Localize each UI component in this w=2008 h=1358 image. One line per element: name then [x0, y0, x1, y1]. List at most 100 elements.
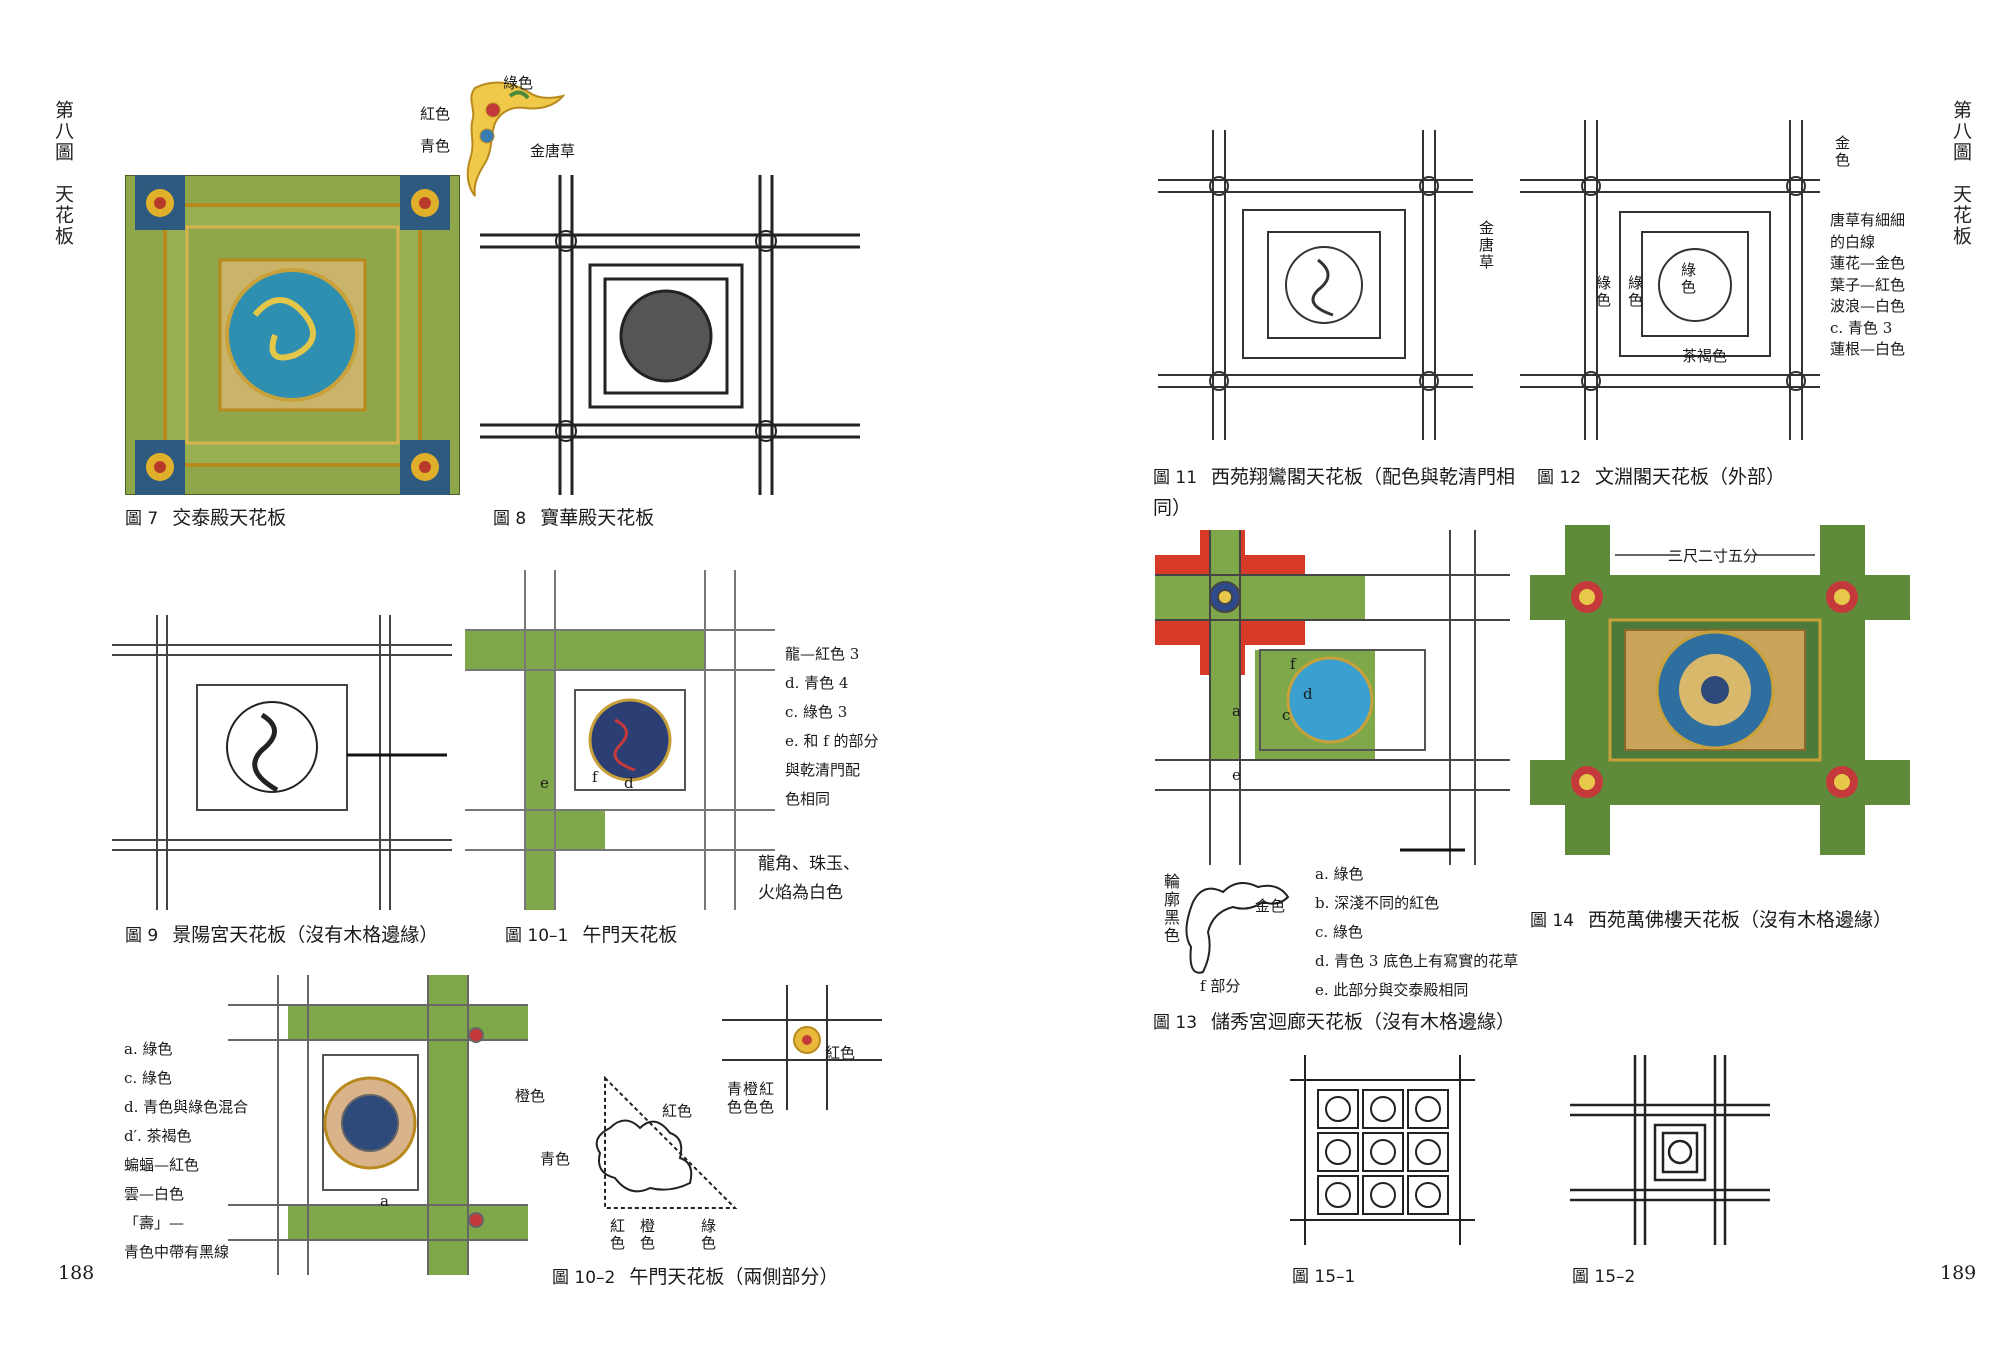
note-line: c. 綠色 3: [785, 703, 848, 721]
note-line: 的白線: [1830, 232, 1876, 251]
fig10-1-letter-e: e: [540, 774, 549, 792]
note-line: 與乾清門配: [785, 761, 861, 779]
fig10-1-letter-d: d: [624, 774, 634, 792]
fig13-letter-e: e: [1232, 766, 1241, 784]
fig13-detail-part: f 部分: [1200, 977, 1241, 995]
note-line: 唐草有細細: [1830, 211, 1906, 229]
golden-scroll-motif: [466, 81, 566, 197]
note-line: 「壽」—: [124, 1214, 185, 1232]
note-line: 蓮花—金色: [1830, 254, 1906, 272]
fig10-2-bottom-green: 綠色: [699, 1218, 717, 1252]
fig10-2-title: 午門天花板（兩側部分）: [629, 1266, 839, 1288]
fig12-image: [1520, 120, 1820, 440]
fig10-2-bottom-orange: 橙色: [638, 1218, 656, 1252]
fig9-number: 圖 9: [125, 926, 159, 946]
fig12-brown: 茶褐色: [1682, 347, 1728, 365]
fig15-1-number: 圖 15–1: [1292, 1267, 1356, 1287]
note-line: d. 青色 3 底色上有寫實的花草: [1315, 952, 1519, 970]
fig10-2-cyan: 青色: [540, 1150, 571, 1168]
fig13-detail-gold: 金色: [1255, 897, 1286, 915]
fig8-caption: 圖 8 寶華殿天花板: [493, 503, 654, 530]
fig13-title: 儲秀宮迴廊天花板（沒有木格邊緣）: [1211, 1011, 1516, 1033]
note-line: d. 青色 4: [785, 674, 849, 692]
fig15-2-caption: 圖 15–2: [1572, 1262, 1649, 1287]
left-page-number: 188: [58, 1262, 95, 1284]
legend-gold-grass: 金唐草: [530, 142, 576, 160]
corner-tl: [135, 175, 185, 230]
fig13-letter-d: d: [1303, 685, 1313, 703]
fig7-image: [125, 175, 460, 495]
note-line: 青色中帶有黑線: [124, 1243, 230, 1261]
fig14-title: 西苑萬佛樓天花板（沒有木格邊緣）: [1588, 909, 1893, 931]
fig9-caption: 圖 9 景陽宮天花板（沒有木格邊緣）: [125, 920, 438, 947]
fig12-gold: 金色: [1833, 135, 1851, 169]
fig13-outline-label: 輪廓黑色: [1161, 873, 1180, 945]
fig15-1-image: [1290, 1055, 1475, 1245]
fig10-2-red: 紅色: [662, 1102, 693, 1120]
fig8-number: 圖 8: [493, 509, 527, 529]
fig10-1-image: [465, 570, 775, 910]
fig10-1-bottom-note: 龍角、珠玉、 火焰為白色: [758, 850, 860, 908]
note-line: 色相同: [785, 790, 831, 808]
fig12-caption: 圖 12 文淵閣天花板（外部）: [1537, 462, 1785, 489]
fig13-image: [1155, 530, 1510, 865]
fig12-title: 文淵閣天花板（外部）: [1595, 466, 1786, 488]
note-line: a. 綠色: [124, 1040, 173, 1058]
legend-cyan: 青色: [420, 137, 451, 155]
fig10-2-small-red: 紅色: [825, 1044, 856, 1062]
note-line: 龍—紅色 3: [785, 645, 860, 663]
fig11-title: 西苑翔鸞閣天花板（配色與乾清門相同）: [1153, 466, 1516, 519]
fig10-2-bottom-red: 紅色: [608, 1218, 626, 1252]
fig15-2-image: [1570, 1055, 1770, 1245]
fig10-1-caption: 圖 10–1 午門天花板: [505, 920, 677, 947]
note-line: e. 此部分與交泰殿相同: [1315, 981, 1469, 999]
fig14-caption: 圖 14 西苑萬佛樓天花板（沒有木格邊緣）: [1530, 905, 1892, 932]
note-line: 葉子—紅色: [1830, 275, 1906, 294]
fig7-legend: [415, 68, 605, 203]
fig13-caption: 圖 13 儲秀宮迴廊天花板（沒有木格邊緣）: [1153, 1007, 1515, 1034]
fig8-title: 寶華殿天花板: [540, 507, 655, 529]
note-line: b. 深淺不同的紅色: [1315, 894, 1440, 912]
note-line: d. 青色與綠色混合: [124, 1098, 249, 1116]
fig13-letter-c: c: [1282, 706, 1291, 724]
fig10-2-number: 圖 10–2: [552, 1268, 616, 1288]
fig13-number: 圖 13: [1153, 1013, 1198, 1033]
fig7-number: 圖 7: [125, 509, 159, 529]
fig12-green1: 綠色: [1594, 275, 1612, 309]
note-line: c. 青色 3: [1830, 318, 1893, 337]
note-line: 雲—白色: [124, 1185, 185, 1203]
note-line: 蝙蝠—紅色: [124, 1156, 200, 1174]
note-line: 龍角、珠玉、: [758, 854, 860, 874]
fig10-1-title: 午門天花板: [582, 924, 678, 946]
fig9-title: 景陽宮天花板（沒有木格邊緣）: [172, 924, 439, 946]
fig11-image: [1158, 130, 1473, 440]
fig14-dimension: 二尺二寸五分: [1668, 547, 1759, 565]
fig10-2-orange: 橙色: [515, 1087, 546, 1105]
fig11-side-label: 金唐草: [1477, 220, 1495, 271]
fig14-number: 圖 14: [1530, 911, 1575, 931]
note-line: d′. 茶褐色: [124, 1127, 192, 1145]
note-line: c. 綠色: [1315, 923, 1363, 941]
fig9-image: [112, 615, 452, 910]
fig10-2-image: [228, 975, 528, 1275]
fig10-2-caption: 圖 10–2 午門天花板（兩側部分）: [552, 1262, 838, 1289]
fig10-2-letter-a: a: [380, 1192, 389, 1210]
fig15-2-number: 圖 15–2: [1572, 1267, 1636, 1287]
fig15-1-caption: 圖 15–1: [1292, 1262, 1369, 1287]
fig12-green2: 綠色: [1626, 275, 1644, 309]
fig12-number: 圖 12: [1537, 468, 1582, 488]
fig10-1-letter-f: f: [592, 768, 598, 786]
fig13-letter-f: f: [1290, 655, 1296, 673]
fig13-notes: a. 綠色 b. 深淺不同的紅色 c. 綠色 d. 青色 3 底色上有寫實的花草…: [1315, 860, 1518, 1005]
fig10-1-number: 圖 10–1: [505, 926, 569, 946]
fig10-2-detail-image: [585, 1068, 745, 1218]
note-line: 火焰為白色: [758, 883, 843, 903]
right-chapter-label: 第八圖 天花板: [1950, 100, 1972, 247]
left-chapter-label: 第八圖 天花板: [52, 100, 74, 247]
fig10-2-notes: a. 綠色 c. 綠色 d. 青色與綠色混合 d′. 茶褐色 蝙蝠—紅色 雲—白…: [124, 1035, 248, 1267]
fig12-green3: 綠色: [1679, 262, 1697, 296]
note-line: 蓮根—白色: [1830, 340, 1906, 358]
fig13-letter-a: a: [1232, 702, 1241, 720]
fig11-number: 圖 11: [1153, 468, 1198, 488]
